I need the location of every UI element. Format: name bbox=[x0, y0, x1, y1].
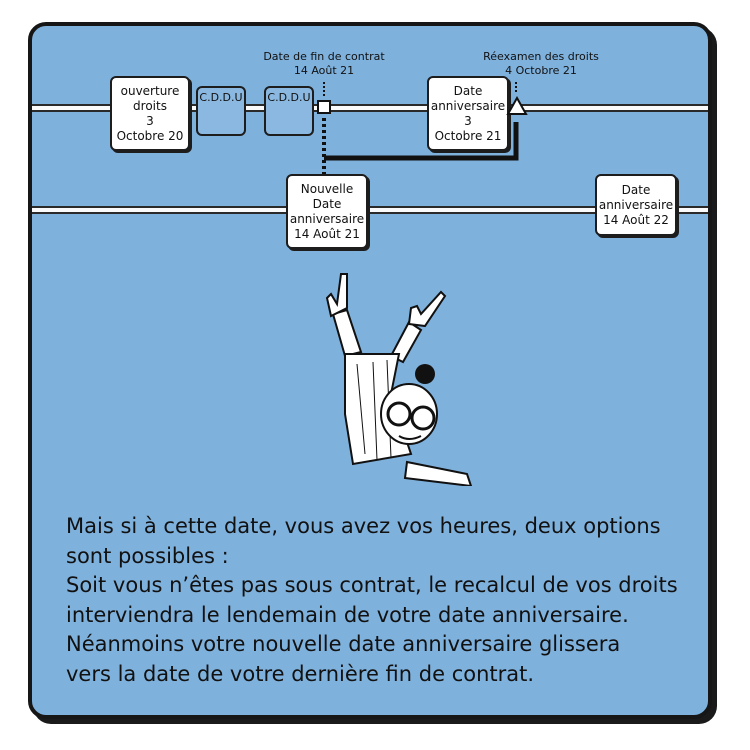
reexamen-triangle-marker bbox=[506, 96, 528, 115]
cheering-character-illustration bbox=[325, 273, 473, 486]
caption-text: Mais si à cette date, vous avez vos heur… bbox=[66, 512, 696, 689]
timeline-track-bottom bbox=[32, 206, 708, 214]
box-date-anniversaire-2022: Date anniversaire 14 Août 22 bbox=[595, 174, 677, 236]
timeline-track-top bbox=[32, 104, 708, 112]
caption-line-3: Soit vous n’êtes pas sous contrat, le re… bbox=[66, 573, 678, 597]
box-date-anniversaire-2021: Date anniversaire 3 Octobre 21 bbox=[427, 76, 509, 151]
annotation-reexamen: Réexamen des droits 4 Octobre 21 bbox=[483, 50, 599, 77]
comic-panel: ouverture droits 3 Octobre 20 C.D.D.U C.… bbox=[28, 22, 712, 719]
box-cddu-2: C.D.D.U bbox=[264, 86, 314, 136]
caption-line-6: vers la date de votre dernière fin de co… bbox=[66, 661, 535, 686]
fin-contrat-marker bbox=[317, 100, 331, 114]
box-ouverture-droits: ouverture droits 3 Octobre 20 bbox=[110, 76, 190, 151]
box-cddu-1: C.D.D.U bbox=[196, 86, 246, 136]
connector-line bbox=[322, 82, 519, 178]
caption-line-5: Néanmoins votre nouvelle date anniversai… bbox=[66, 632, 621, 656]
box-nouvelle-date-anniversaire: Nouvelle Date anniversaire 14 Août 21 bbox=[286, 174, 368, 249]
caption-line-4: interviendra le lendemain de votre date … bbox=[66, 602, 629, 627]
caption-line-1: Mais si à cette date, vous avez vos heur… bbox=[66, 514, 661, 538]
annotation-fin-contrat: Date de fin de contrat 14 Août 21 bbox=[263, 50, 385, 77]
caption-line-2: sont possibles : bbox=[66, 543, 229, 568]
